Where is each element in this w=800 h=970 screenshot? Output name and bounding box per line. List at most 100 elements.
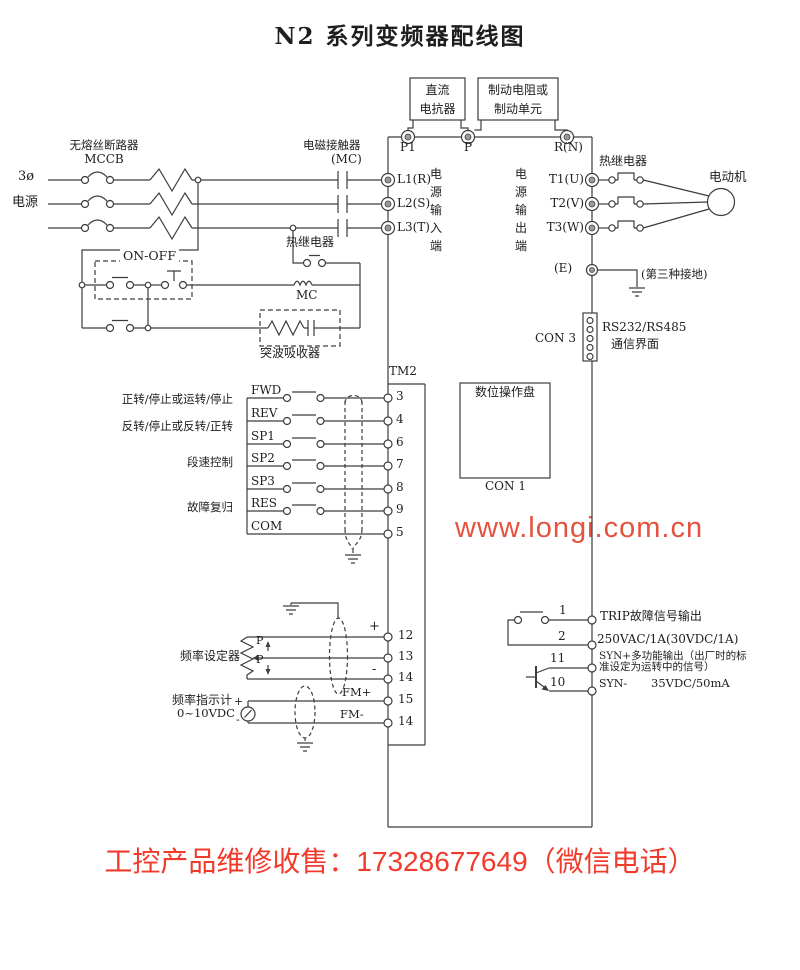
on-off-label: ON-OFF [120, 248, 180, 264]
surge-absorber [267, 319, 360, 337]
input-side-label: 电源输入端 [429, 167, 442, 253]
dc-reactor-line1: 直流 [425, 83, 450, 97]
control-circuit [78, 182, 361, 347]
motor-label: 电动机 [709, 169, 747, 184]
earth-wire [597, 269, 646, 297]
phase-label: 3ø [18, 169, 35, 184]
syn-minus-label: SYN- [599, 677, 628, 690]
con3-connector [582, 312, 598, 362]
terminal-l1-label: L1(R) [397, 172, 432, 186]
potentiometer [239, 636, 255, 679]
contactor-name-label: 电磁接触器 [303, 138, 361, 152]
terminal-6: 6 [396, 435, 404, 449]
rs232-label: RS232/RS485 [602, 320, 687, 334]
fm-minus-label: FM- [340, 707, 364, 721]
tap-junction-phase1 [194, 176, 202, 184]
earth-note-label: (第三种接地) [641, 267, 708, 281]
syn-transistor [526, 666, 588, 692]
switch-label-com: COM [251, 519, 283, 533]
switch-label-rev: REV [251, 406, 278, 420]
operator-panel-box [459, 382, 551, 479]
dc-reactor-line2: 电抗器 [419, 101, 456, 116]
switch-label-sp1: SP1 [251, 429, 275, 443]
terminal-p-label: P [464, 140, 473, 154]
digital-shield-cable [344, 394, 363, 550]
surge-dashed-box [259, 309, 341, 347]
output-section [507, 611, 597, 696]
rev-description: 反转/停止或反转/正转 [121, 419, 233, 433]
earth-terminal-label: (E) [554, 261, 573, 275]
terminal-3: 3 [396, 389, 404, 403]
terminal-l2-label: L2(S) [397, 196, 431, 210]
freq-meter-range: 0~10VDC [177, 706, 235, 720]
digital-shield-ground [344, 554, 362, 564]
meter-minus: - [236, 713, 240, 726]
contactor-model-label: (MC) [331, 152, 362, 166]
switch-label-sp2: SP2 [251, 451, 275, 465]
terminal-2: 2 [558, 629, 566, 643]
page-title: N2 系列变频器配线图 [274, 23, 526, 50]
terminal-14: 14 [398, 670, 414, 684]
footer-contact: 工控产品维修收售：17328677649（微信电话） [104, 846, 696, 877]
con3-label: CON 3 [535, 331, 576, 345]
terminal-9: 9 [396, 502, 404, 516]
terminal-t1-label: T1(U) [548, 172, 584, 186]
three-phase-lines [47, 168, 383, 240]
pot-p-lower: P [256, 653, 264, 666]
dc-reactor-box [407, 77, 469, 131]
analog-shield-cable [328, 617, 349, 695]
switch-label-res: RES [251, 496, 278, 510]
surge-absorber-label: 突波吸收器 [260, 346, 321, 360]
tm2-terminal-strip [388, 383, 426, 746]
power-source-label: 电源 [12, 195, 39, 210]
terminal-t2-label: T2(V) [550, 196, 584, 210]
brake-line2: 制动单元 [493, 101, 542, 116]
switch-label-sp3: SP3 [251, 474, 275, 488]
inverter-outline [387, 136, 593, 828]
thermal-relay-output-label: 热继电器 [599, 154, 648, 168]
brake-line1: 制动电阻或 [487, 83, 548, 97]
terminal-8: 8 [396, 480, 404, 494]
terminal-7: 7 [396, 457, 404, 471]
plus-sign: + [369, 619, 380, 634]
con1-label: CON 1 [485, 479, 526, 493]
reset-description: 故障复归 [187, 500, 233, 514]
freq-setter-label: 频率设定器 [180, 649, 241, 663]
trip-rating-label: 250VAC/1A(30VDC/1A) [597, 632, 739, 646]
tap-junction-phase3 [289, 224, 297, 232]
fm-shield-cable [294, 685, 316, 739]
terminal-13: 13 [398, 649, 414, 663]
terminal-12: 12 [398, 628, 414, 642]
syn-rating-label: 35VDC/50mA [651, 676, 730, 690]
thermal-relay-control-label: 热继电器 [286, 235, 335, 249]
mc-coil [293, 280, 360, 287]
terminal-15: 15 [398, 692, 414, 706]
breaker-name-label: 无熔丝断路器 [69, 138, 139, 152]
mc-coil-label: MC [296, 288, 318, 302]
terminal-11: 11 [550, 651, 566, 665]
comm-interface-label: 通信界面 [611, 337, 660, 351]
terminal-l3-label: L3(T) [397, 220, 430, 234]
trip-relay-contact [507, 619, 588, 646]
dc-reactor-label: 直流 电抗器 [410, 81, 465, 118]
terminal-4: 4 [396, 412, 404, 426]
motor [643, 179, 736, 229]
trip-output-label: TRIP故障信号输出 [600, 609, 702, 623]
speed-description: 段速控制 [187, 455, 233, 469]
brake-unit-label: 制动电阻或 制动单元 [478, 81, 558, 118]
meter-plus: + [234, 695, 244, 708]
freq-meter-label: 频率指示计 [172, 693, 233, 707]
watermark: www.longi.com.cn [455, 512, 704, 544]
on-off-dashed-box [94, 260, 193, 300]
earth-terminal [585, 263, 599, 277]
minus-sign: - [372, 662, 377, 677]
terminal-10: 10 [550, 675, 566, 689]
breaker-model-label: MCCB [84, 152, 124, 166]
terminal-5: 5 [396, 525, 404, 539]
digital-input-switches [246, 391, 393, 539]
tm2-label: TM2 [389, 364, 417, 378]
motor-circle [706, 187, 736, 217]
terminal-rn-label: R(N) [554, 140, 583, 154]
